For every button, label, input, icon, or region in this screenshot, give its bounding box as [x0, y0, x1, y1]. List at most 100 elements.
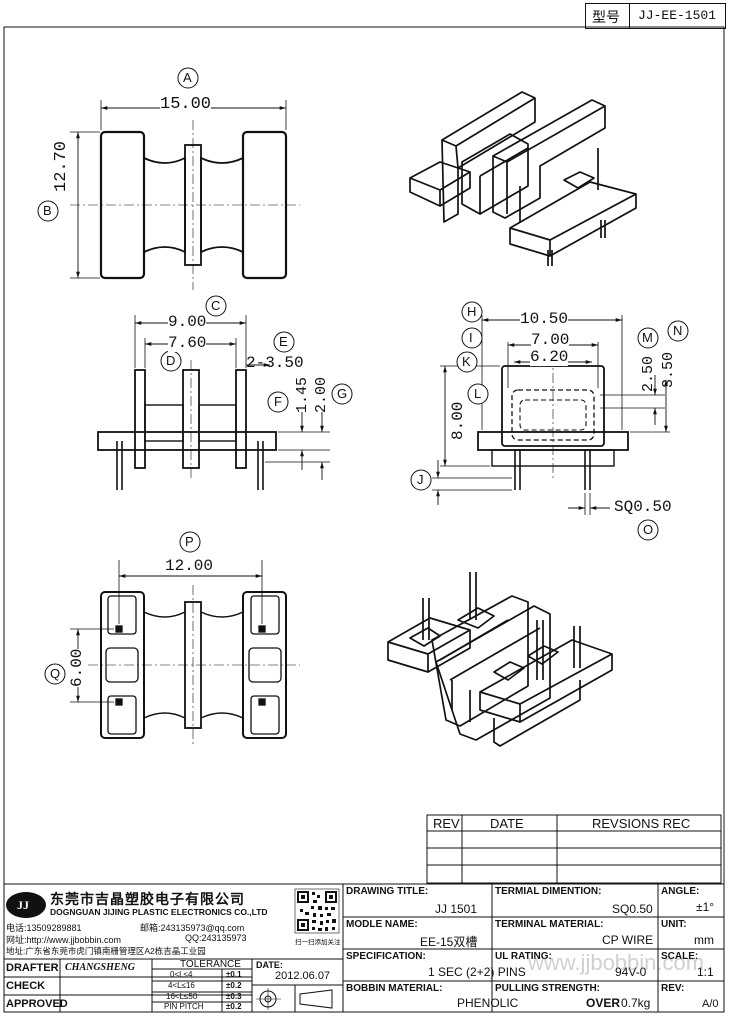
tol-range-3: 16<L≤50: [166, 992, 198, 1001]
dim-k-value: 6.20: [530, 348, 569, 366]
rev-value: A/0: [702, 998, 719, 1010]
iso-view-bottom: [387, 572, 613, 747]
angle-value: ±1°: [696, 900, 715, 914]
label-i: I: [469, 330, 473, 345]
bottom-view: [70, 560, 300, 745]
model-label: 型号: [592, 9, 620, 25]
scale-value: 1:1: [697, 965, 714, 979]
module-name-value: EE-15双槽: [420, 935, 478, 949]
dim-q-value: 6.00: [68, 648, 86, 687]
company-name-cn: 东莞市吉晶塑胶电子有限公司: [50, 891, 245, 907]
label-o: O: [643, 522, 654, 537]
dim-p-value: 12.00: [165, 557, 214, 575]
scale-label: SCALE:: [661, 951, 699, 962]
company-phone: 电话:13509289881: [6, 923, 82, 933]
dim-l-value: 8.00: [449, 401, 467, 440]
specification-value: 1 SEC (2+2) PINS: [428, 965, 526, 979]
dim-c-value: 9.00: [168, 313, 207, 331]
drafter-label: DRAFTER: [6, 962, 59, 974]
label-d: D: [166, 353, 176, 368]
pulling-strength-label: PULLING STRENGTH:: [495, 983, 600, 994]
label-n: N: [673, 323, 683, 338]
dim-b-value: 12.70: [52, 140, 71, 192]
label-m: M: [642, 330, 653, 345]
dim-a-value: 15.00: [160, 95, 212, 114]
qr-code-icon: [294, 888, 340, 934]
revision-table: [426, 814, 722, 884]
label-h: H: [467, 304, 477, 319]
dim-f-value: 1.45: [294, 376, 311, 413]
tol-range-2: 4<L≤16: [168, 981, 195, 990]
model-value: JJ-EE-1501: [638, 8, 717, 23]
tol-val-3: ±0.3: [226, 992, 242, 1001]
label-f: F: [274, 394, 282, 409]
module-name-label: MODLE NAME:: [346, 919, 418, 930]
date-header: DATE: [490, 816, 524, 831]
dim-n-value: 3.50: [660, 351, 677, 388]
watermark: www.jjbobbin.com: [528, 950, 705, 975]
ul-rating-value: 94V-0: [615, 965, 647, 979]
dim-e-value: 2-3.50: [246, 354, 304, 372]
model-divider: [629, 4, 630, 28]
top-view: [70, 100, 300, 290]
label-a: A: [183, 70, 192, 85]
terminal-material-label: TERMINAL MATERIAL:: [495, 919, 604, 930]
drafter-value: CHANGSHENG: [65, 962, 136, 973]
label-j: J: [417, 472, 424, 487]
iso-view-top: [409, 91, 637, 266]
bobbin-material-label: BOBBIN MATERIAL:: [346, 983, 443, 994]
model-box: 型号 JJ-EE-1501: [585, 3, 726, 29]
dim-m-value: 2.50: [640, 355, 657, 392]
specification-label: SPECIFICATION:: [346, 951, 426, 962]
tol-val-1: ±0.1: [226, 970, 242, 979]
unit-label: UNIT:: [661, 919, 687, 930]
company-qq: QQ:243135973: [185, 933, 247, 943]
projection-symbol-icon: [256, 988, 333, 1010]
label-c: C: [211, 298, 221, 313]
rev-label: REV:: [661, 983, 685, 994]
label-l: L: [474, 386, 482, 401]
dim-i-value: 7.00: [531, 331, 570, 349]
label-q: Q: [50, 666, 61, 681]
tolerance-label: TOLERANCE: [180, 959, 241, 970]
label-b: B: [43, 203, 52, 218]
dim-g-value: 2.00: [313, 376, 330, 413]
company-name-en: DOGNGUAN JIJING PLASTIC ELECTRONICS CO.,…: [50, 907, 268, 917]
label-p: P: [185, 534, 194, 549]
terminal-dimension-label: TERMIAL DIMENTION:: [495, 886, 602, 897]
label-g: G: [337, 386, 348, 401]
pulling-strength-over: OVER: [586, 996, 621, 1010]
company-address: 地址:广东省东莞市虎门镇南栅管理区A2栋吉晶工业园: [6, 946, 206, 956]
bobbin-material-value: PHENOLIC: [457, 996, 519, 1010]
check-label: CHECK: [6, 980, 46, 992]
dim-h-value: 10.50: [520, 310, 569, 328]
tol-val-2: ±0.2: [226, 981, 242, 990]
drawing-title-value: JJ 1501: [435, 902, 478, 916]
ul-rating-label: UL RATING:: [495, 951, 552, 962]
unit-value: mm: [694, 933, 714, 947]
angle-label: ANGLE:: [661, 886, 700, 897]
tol-range-1: 0<L≤4: [170, 970, 193, 979]
terminal-dimension-value: SQ0.50: [612, 902, 653, 916]
terminal-material-value: CP WIRE: [602, 933, 654, 947]
title-block-grid: [3, 883, 725, 1013]
dim-d-value: 7.60: [168, 334, 207, 352]
company-website: 网址:http://www.jjbobbin.com: [6, 935, 122, 945]
company-email: 邮箱:243135973@qq.com: [140, 923, 245, 933]
rev-header: REV: [433, 816, 460, 831]
logo-mark: [6, 892, 46, 918]
label-e: E: [279, 334, 288, 349]
tol-val-4: ±0.2: [226, 1002, 242, 1011]
logo-text: JJ: [17, 898, 29, 912]
approved-label: APPROVED: [6, 998, 68, 1010]
date-label: DATE:: [256, 960, 283, 970]
pulling-strength-value: 0.7kg: [621, 996, 651, 1010]
date-value: 2012.06.07: [275, 970, 331, 982]
drawing-title-label: DRAWING TITLE:: [346, 886, 429, 897]
dim-o-value: SQ0.50: [614, 498, 672, 516]
tol-range-4: PIN PITCH: [164, 1002, 204, 1011]
label-k: K: [462, 354, 471, 369]
revisions-rec-header: REVSIONS REC: [592, 816, 691, 831]
qr-caption: 扫一扫添加关注: [295, 939, 341, 946]
